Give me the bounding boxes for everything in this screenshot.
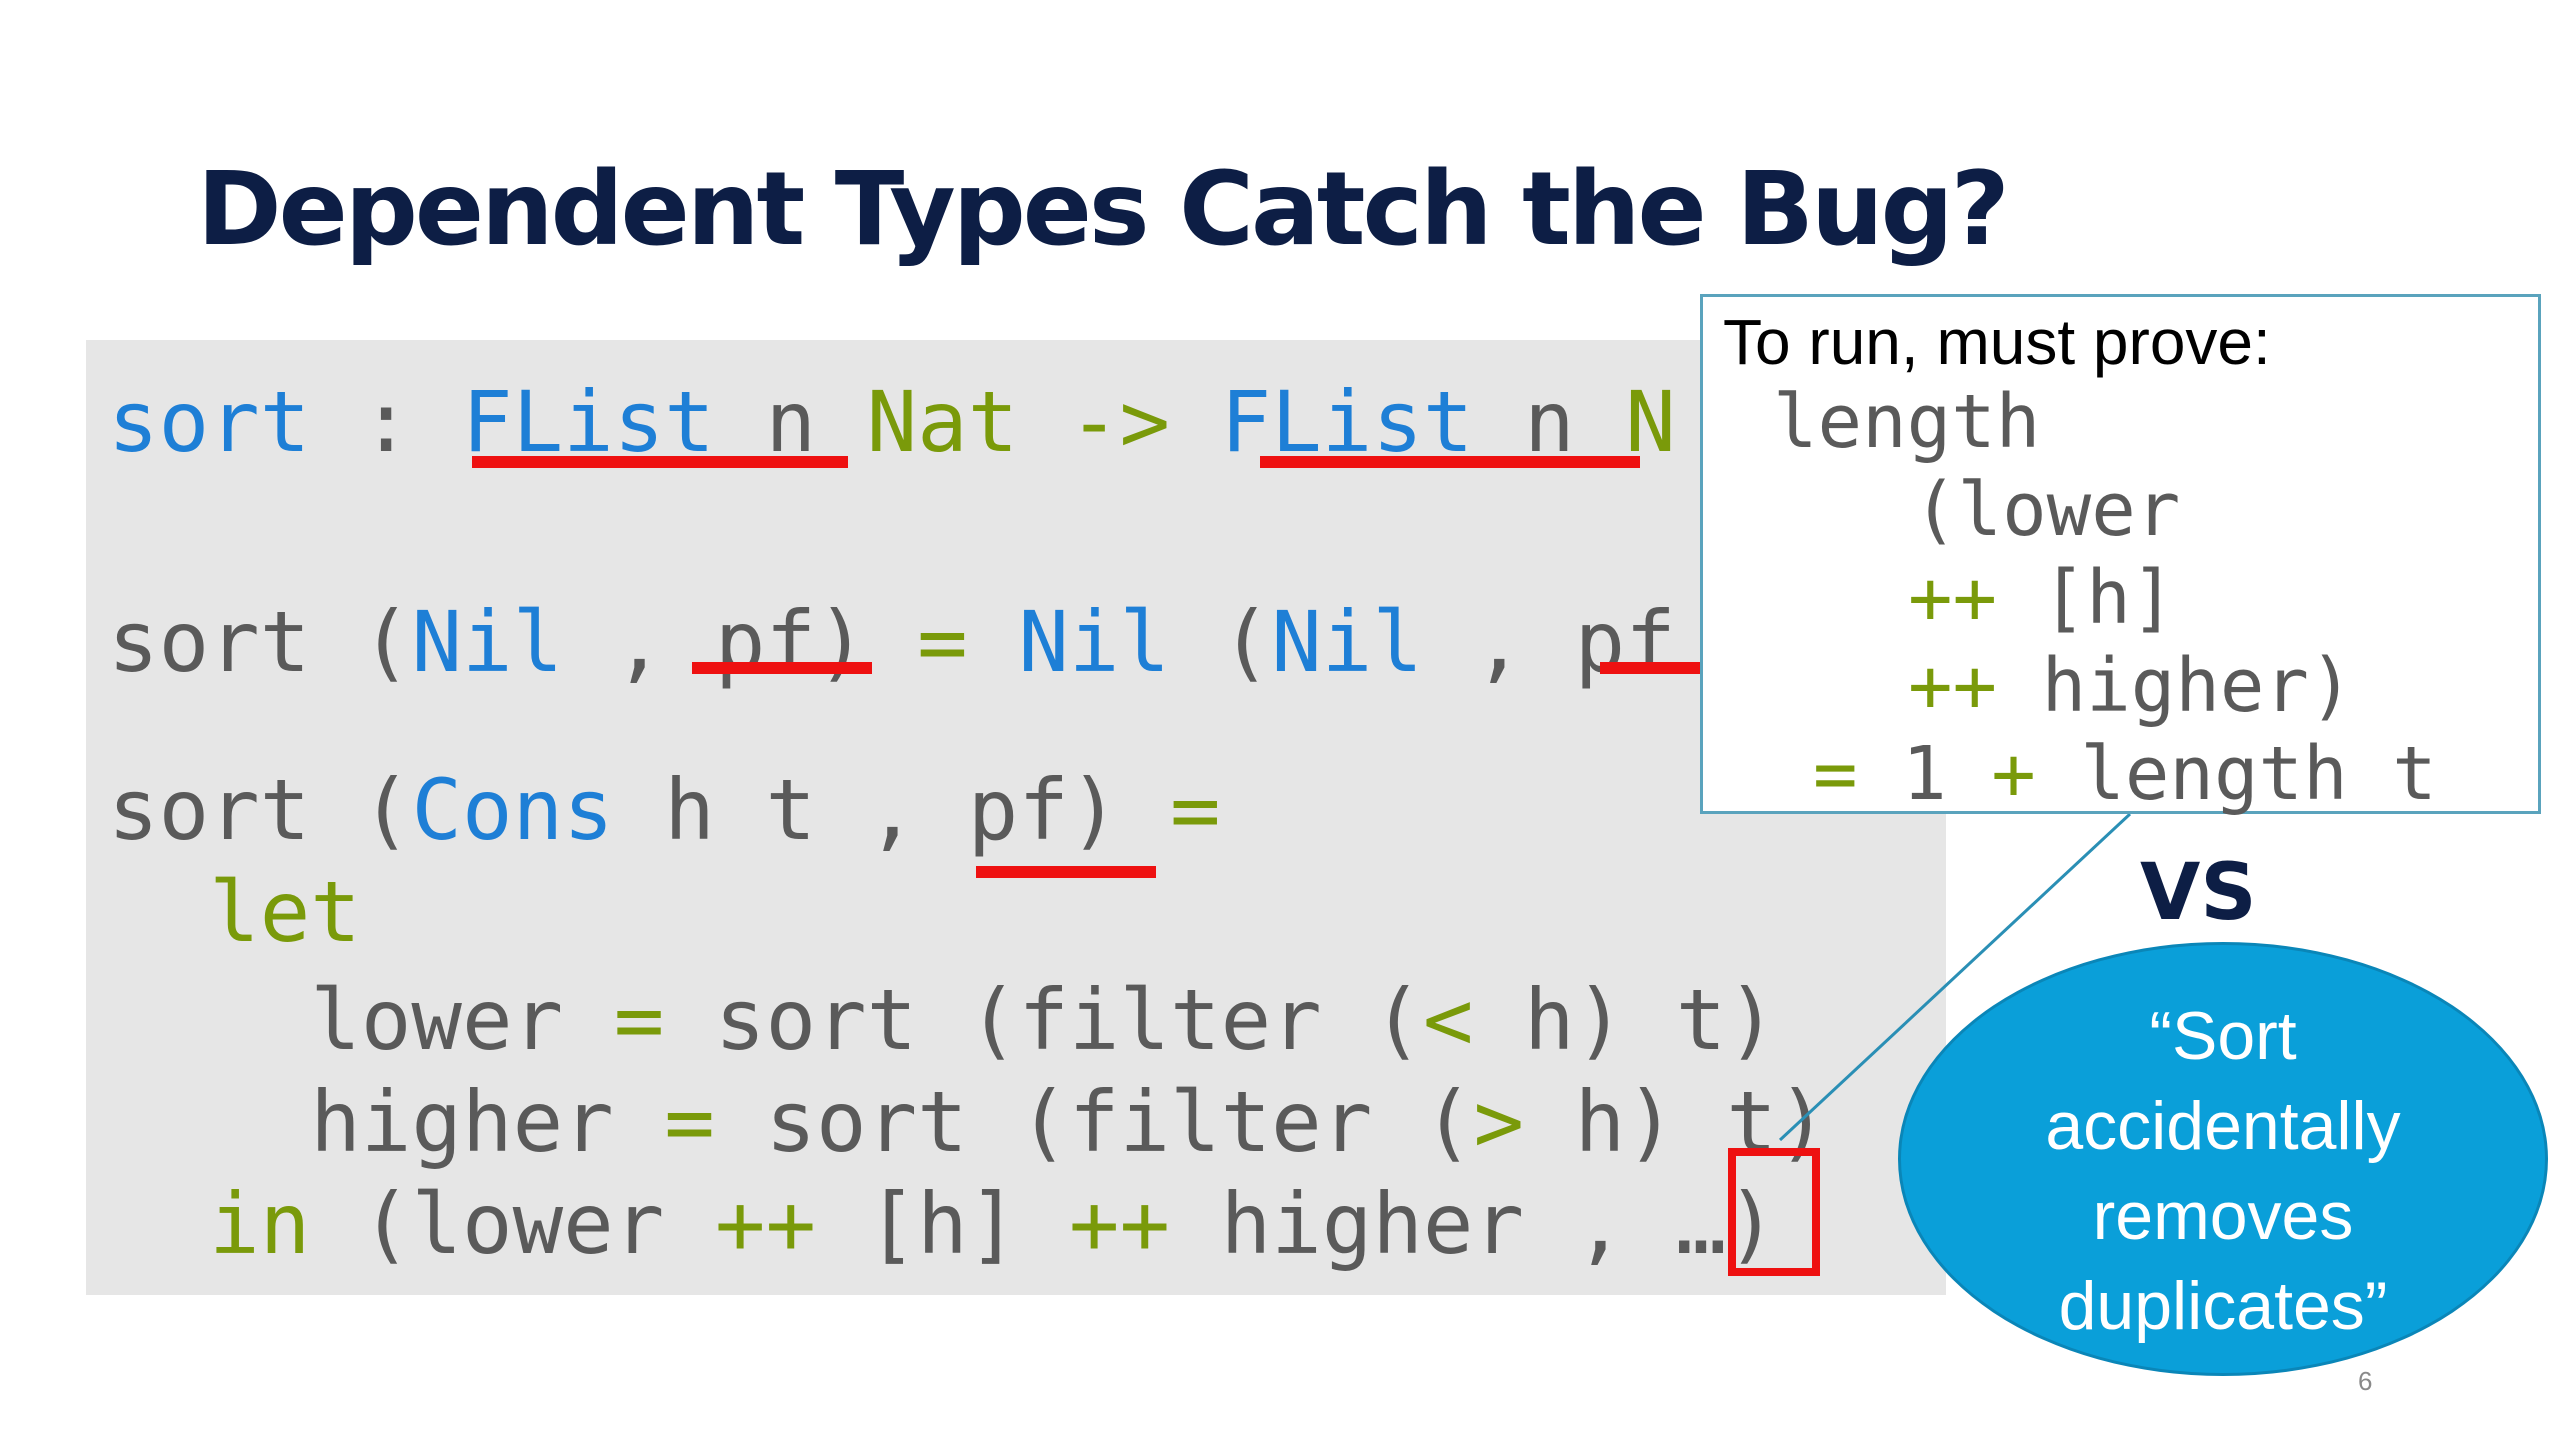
- code-token: ->: [1018, 373, 1221, 471]
- code-token: =: [664, 1073, 715, 1171]
- code-token: ++: [714, 1175, 817, 1273]
- code-token: <: [1422, 971, 1474, 1069]
- code-token: (lower: [310, 1175, 715, 1273]
- code-token: sort (: [108, 593, 412, 691]
- code-token: let: [108, 863, 361, 961]
- duplicates-bubble: “Sort accidentally removes duplicates”: [1898, 942, 2548, 1376]
- code-token: sort (: [108, 761, 412, 859]
- code-token: [h]: [1997, 555, 2176, 641]
- code-token: N: [1625, 373, 1676, 471]
- code-line-cons-case: sort (Cons h t , pf) =: [108, 760, 1221, 860]
- bubble-line-2: accidentally: [2045, 1088, 2401, 1164]
- code-token: Nat: [866, 373, 1019, 471]
- callout-line-length: length: [1773, 379, 2040, 465]
- code-token: n: [714, 373, 867, 471]
- code-token: =: [613, 971, 665, 1069]
- bubble-line-4: duplicates”: [2058, 1268, 2388, 1344]
- code-token: in: [108, 1175, 311, 1273]
- code-token: sort (filter (: [714, 1073, 1474, 1171]
- code-token: Nil: [1271, 593, 1423, 691]
- code-line-lower: lower = sort (filter (< h) t): [108, 970, 1777, 1070]
- code-token: (: [1170, 593, 1272, 691]
- code-token: =: [1813, 731, 1858, 817]
- underline-pf-nil-result: [1600, 662, 1710, 674]
- page-number: 6: [2358, 1366, 2373, 1396]
- code-token: sort (filter (: [664, 971, 1423, 1069]
- code-block: [86, 340, 1946, 1295]
- vs-label: VS: [2140, 848, 2257, 938]
- code-token: Cons: [411, 761, 614, 859]
- slide-title: Dependent Types Catch the Bug?: [197, 150, 2010, 269]
- code-token: higher ,: [1170, 1175, 1676, 1273]
- underline-flist-input: [472, 456, 848, 468]
- code-token: ++: [1068, 1175, 1171, 1273]
- code-token: length: [1773, 379, 2041, 465]
- proof-obligation-callout: To run, must prove: length (lower ++ [h]…: [1700, 294, 2541, 817]
- code-token: +: [1991, 731, 2036, 817]
- code-token: length t: [2035, 731, 2437, 817]
- code-token: , pf): [563, 593, 918, 691]
- bubble-line-1: “Sort: [2149, 998, 2297, 1074]
- code-token: >: [1473, 1073, 1525, 1171]
- code-line-signature: sort : FList n Nat -> FList n N: [108, 372, 1676, 472]
- callout-line-lower: (lower: [1913, 467, 2180, 553]
- code-token: higher): [1997, 643, 2354, 729]
- code-token: =: [917, 593, 968, 691]
- callout-pointer-line: [1778, 812, 2132, 1142]
- code-token: n: [1473, 373, 1626, 471]
- callout-title: To run, must prove:: [1723, 306, 2271, 378]
- code-token: higher: [108, 1073, 665, 1171]
- code-line-nil-case: sort (Nil , pf) = Nil (Nil , pf: [108, 592, 1676, 692]
- callout-line-equation: = 1 + length t: [1813, 731, 2437, 817]
- bubble-line-3: removes: [2092, 1178, 2354, 1254]
- code-token: (lower: [1913, 467, 2181, 553]
- code-token: ++: [1908, 555, 1998, 641]
- code-token: Nil: [411, 593, 564, 691]
- code-token: =: [1170, 761, 1221, 859]
- code-token: h) t): [1473, 971, 1777, 1069]
- code-line-let: let: [108, 862, 361, 962]
- code-token: , pf: [1422, 593, 1676, 691]
- underline-pf-cons: [976, 866, 1156, 878]
- code-token: FList: [462, 373, 715, 471]
- code-token: [h]: [816, 1175, 1069, 1273]
- code-token: Nil: [1018, 593, 1171, 691]
- underline-flist-output: [1260, 456, 1640, 468]
- code-token: 1: [1857, 731, 1992, 817]
- code-token: h t , pf): [613, 761, 1171, 859]
- code-token: sort: [108, 373, 311, 471]
- callout-line-h: ++ [h]: [1908, 555, 2175, 641]
- code-line-in: in (lower ++ [h] ++ higher , …): [108, 1174, 1777, 1274]
- underline-pf-nil: [692, 662, 872, 674]
- code-token: ++: [1908, 643, 1998, 729]
- proof-hole-highlight: [1728, 1148, 1820, 1276]
- callout-line-higher: ++ higher): [1908, 643, 2354, 729]
- code-token: FList: [1220, 373, 1474, 471]
- code-token: :: [310, 373, 463, 471]
- code-token: …: [1675, 1175, 1727, 1273]
- code-token: lower: [108, 971, 614, 1069]
